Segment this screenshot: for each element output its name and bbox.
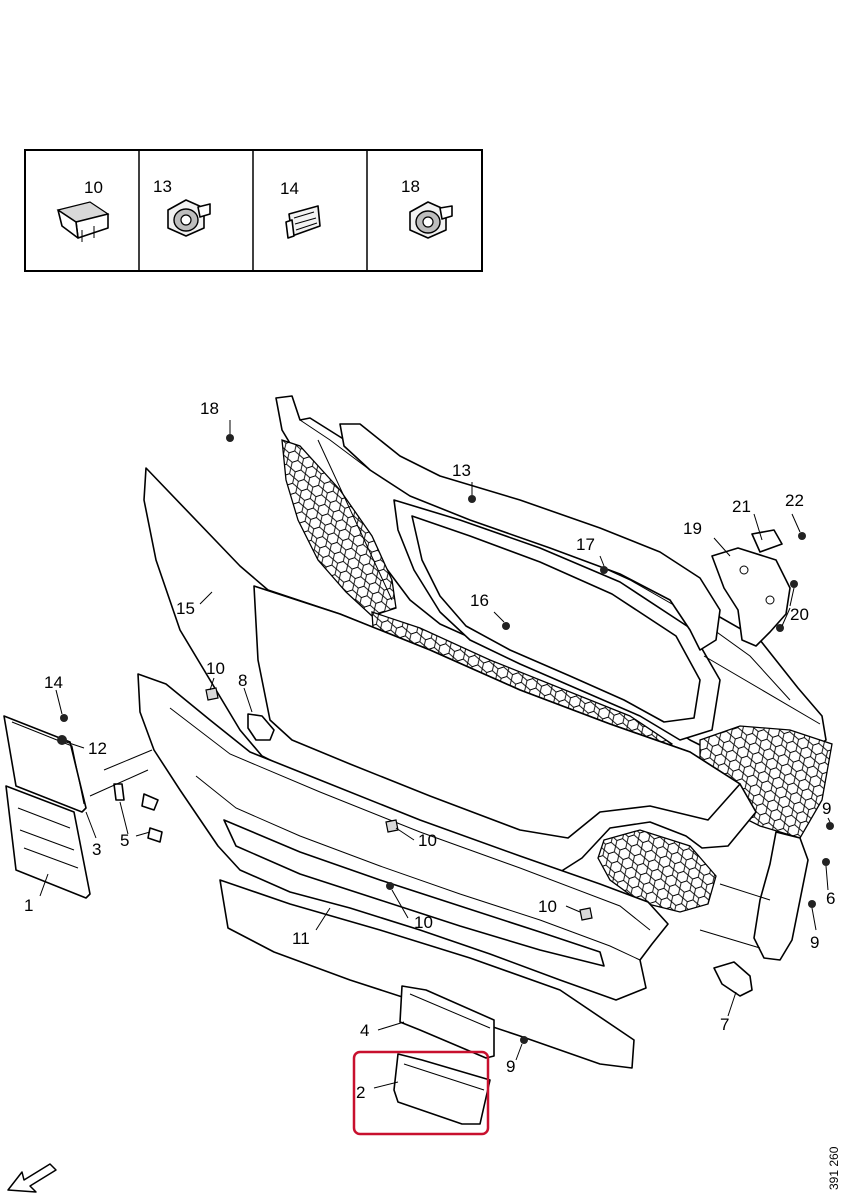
callout-5: 5	[120, 831, 129, 850]
callout-11: 11	[292, 929, 310, 948]
callout-18: 18	[200, 399, 219, 418]
callout-4: 4	[360, 1021, 369, 1040]
callout-7: 7	[720, 1015, 729, 1034]
callout-15: 15	[176, 599, 195, 618]
inset-label-14: 14	[280, 179, 299, 198]
inset-fastener-table: 10 13 14	[24, 149, 483, 272]
callout-16: 16	[470, 591, 489, 610]
clip-5	[113, 783, 163, 843]
callout-1: 1	[24, 896, 33, 915]
callout-13: 13	[452, 461, 471, 480]
lower-bumper-carrier	[137, 673, 669, 1069]
callout-21: 21	[732, 497, 751, 516]
callout-14: 14	[44, 673, 63, 692]
side-bracket	[711, 529, 791, 647]
inset-label-13: 13	[153, 177, 172, 196]
front-end-carrier	[275, 395, 833, 839]
clip-7	[713, 961, 753, 997]
callout-2: 2	[356, 1083, 365, 1102]
callout-10-a: 10	[206, 659, 225, 678]
nut-icon	[167, 199, 211, 237]
callout-8: 8	[238, 671, 247, 690]
bracket-clip-icon	[285, 205, 321, 239]
reference-number: 391 260	[827, 1146, 841, 1190]
callout-20: 20	[790, 605, 809, 624]
lower-trim-2	[393, 1053, 491, 1125]
highlight-box	[352, 1050, 490, 1136]
callout-10-c: 10	[414, 913, 433, 932]
callout-17: 17	[576, 535, 595, 554]
callout-3: 3	[92, 840, 101, 859]
lower-trim-4	[399, 985, 495, 1059]
callout-10-d: 10	[538, 897, 557, 916]
fasteners	[57, 434, 834, 1044]
inset-cell-18: 18	[401, 177, 453, 239]
callout-12: 12	[88, 739, 107, 758]
bumper-assembly: 1 2 3 4 5 6 7 8 9 9 9 10 10 10 10 11 12 …	[3, 395, 835, 1136]
clip-icon	[56, 201, 110, 242]
callout-9-bottom: 9	[506, 1057, 515, 1076]
leader-lines	[39, 420, 831, 1089]
right-side-mount	[699, 831, 809, 961]
callout-labels: 1 2 3 4 5 6 7 8 9 9 9 10 10 10 10 11 12 …	[24, 399, 835, 1102]
callout-10-b: 10	[418, 831, 437, 850]
inset-cell-10: 10	[56, 178, 110, 242]
inset-cell-13: 13	[153, 177, 211, 237]
clip-8	[247, 713, 275, 741]
direction-arrow-icon	[7, 1163, 57, 1193]
inset-label-18: 18	[401, 177, 420, 196]
callout-19: 19	[683, 519, 702, 538]
left-trim-panel-1	[5, 785, 91, 899]
callout-22: 22	[785, 491, 804, 510]
callout-6: 6	[826, 889, 835, 908]
nut-icon	[409, 201, 453, 239]
callout-9-upper: 9	[822, 799, 831, 818]
callout-9-lower: 9	[810, 933, 819, 952]
inset-label-10: 10	[84, 178, 103, 197]
inset-cell-14: 14	[280, 179, 321, 239]
